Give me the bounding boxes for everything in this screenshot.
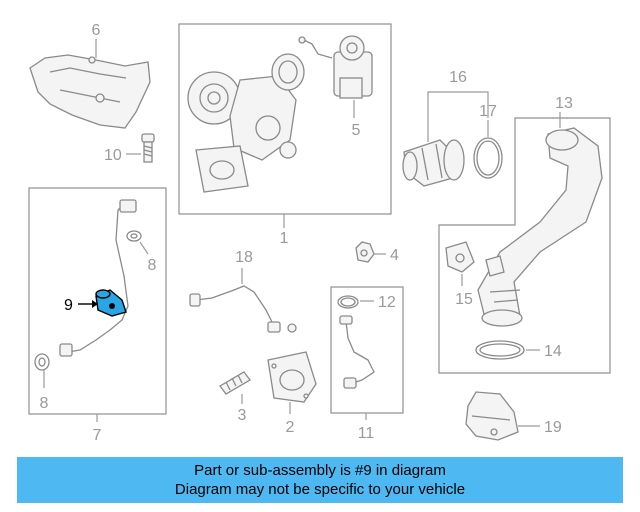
callout-4: 4 xyxy=(390,247,399,264)
return-line-part-11[interactable] xyxy=(339,315,375,389)
callout-8-lower: 8 xyxy=(40,395,49,412)
callout-1: 1 xyxy=(280,230,289,247)
bracket-part-19[interactable] xyxy=(465,391,519,441)
return-line-group-box xyxy=(330,286,404,414)
seal-ring-part-14[interactable] xyxy=(475,340,525,360)
callout-16: 16 xyxy=(449,69,467,86)
heat-shield-part[interactable] xyxy=(29,54,151,129)
callout-6: 6 xyxy=(92,22,101,39)
callout-12: 12 xyxy=(378,294,396,311)
oil-supply-line-part-7[interactable] xyxy=(59,199,137,357)
callout-14: 14 xyxy=(544,343,562,360)
callout-13: 13 xyxy=(555,95,573,112)
banner-line-part-info: Part or sub-assembly is #9 in diagram xyxy=(194,462,446,479)
plug-part-4[interactable] xyxy=(355,241,375,263)
callout-8-upper: 8 xyxy=(148,257,157,274)
stud-part-3[interactable] xyxy=(219,371,251,395)
washer-part-8a[interactable] xyxy=(126,230,142,242)
oil-feed-line-part-18[interactable] xyxy=(189,285,297,333)
parts-diagram: 6 10 1 5 16 xyxy=(28,22,611,444)
callout-9-highlighted: 9 xyxy=(64,297,73,314)
banner-line-disclaimer: Diagram may not be specific to your vehi… xyxy=(174,481,466,498)
info-banner: Part or sub-assembly is #9 in diagram Di… xyxy=(17,457,623,503)
wastegate-actuator-part[interactable] xyxy=(298,35,373,99)
turbocharger-part[interactable] xyxy=(187,53,305,193)
callout-18: 18 xyxy=(235,249,253,266)
banjo-fitting-part-9-highlighted[interactable] xyxy=(95,289,127,317)
callout-2: 2 xyxy=(286,419,295,436)
callout-19: 19 xyxy=(544,419,562,436)
turbocharger-group-box xyxy=(178,23,392,215)
o-ring-part-17[interactable] xyxy=(473,137,503,179)
callout-15: 15 xyxy=(455,291,473,308)
charge-pipe-part[interactable] xyxy=(477,127,603,327)
washer-part-8b[interactable] xyxy=(34,353,50,371)
callout-17: 17 xyxy=(479,103,497,120)
callout-10: 10 xyxy=(104,147,122,164)
intake-hose-part-16[interactable] xyxy=(402,139,465,187)
sensor-part-15[interactable] xyxy=(445,241,505,277)
gasket-part-2[interactable] xyxy=(267,351,317,403)
callout-11: 11 xyxy=(358,425,375,442)
intake-pipe-group-box xyxy=(438,117,611,374)
callout-7: 7 xyxy=(93,427,102,444)
callout-3: 3 xyxy=(238,407,247,424)
callout-5: 5 xyxy=(352,122,361,139)
bolt-part-10[interactable] xyxy=(141,133,155,163)
o-ring-part-12[interactable] xyxy=(337,295,359,309)
